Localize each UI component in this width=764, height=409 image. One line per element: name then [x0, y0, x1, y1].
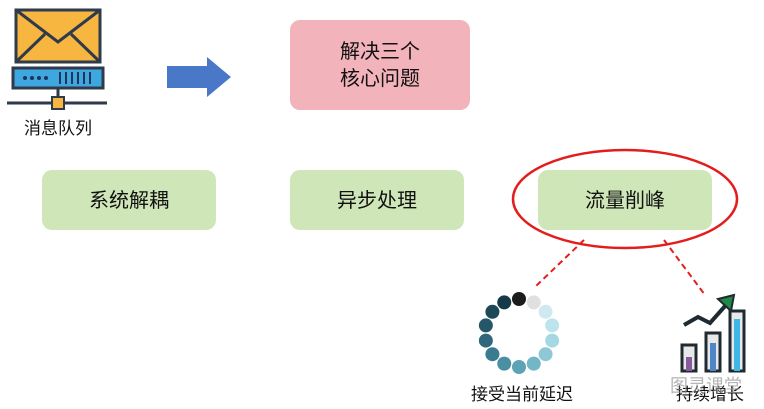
- spinner-dot: [497, 295, 512, 310]
- loading-spinner-icon: [478, 292, 560, 374]
- spinner-dot: [485, 304, 500, 319]
- growth-label: 持续增长: [676, 385, 744, 405]
- growth-chart-icon: [680, 293, 746, 373]
- spinner-dot: [538, 304, 553, 319]
- spinner-dot: [526, 356, 541, 371]
- watermark: 图灵课堂: [670, 376, 742, 397]
- spinner-dot: [512, 292, 526, 306]
- spinner-dot: [526, 295, 541, 310]
- spinner-dot: [478, 318, 493, 333]
- peak-shaving-box: 流量削峰: [538, 170, 712, 230]
- spinner-dot: [512, 360, 526, 374]
- mq-label: 消息队列: [24, 119, 92, 139]
- arrow-right-icon: [167, 57, 231, 97]
- spinner-label: 接受当前延迟: [471, 385, 573, 405]
- spinner-dot: [497, 356, 512, 371]
- async-box: 异步处理: [290, 170, 464, 230]
- spinner-dot: [478, 333, 493, 348]
- spinner-dot: [485, 347, 500, 362]
- spinner-dot: [545, 318, 560, 333]
- dashed-connector-right: [663, 239, 706, 296]
- dashed-connector-left: [535, 239, 585, 287]
- highlight-ellipse: [511, 148, 739, 250]
- decoupling-box: 系统解耦: [42, 170, 216, 230]
- envelope-server-icon: [7, 8, 107, 110]
- spinner-dot: [538, 347, 553, 362]
- spinner-dot: [545, 333, 560, 348]
- core-problems-box: 解决三个 核心问题: [290, 20, 470, 110]
